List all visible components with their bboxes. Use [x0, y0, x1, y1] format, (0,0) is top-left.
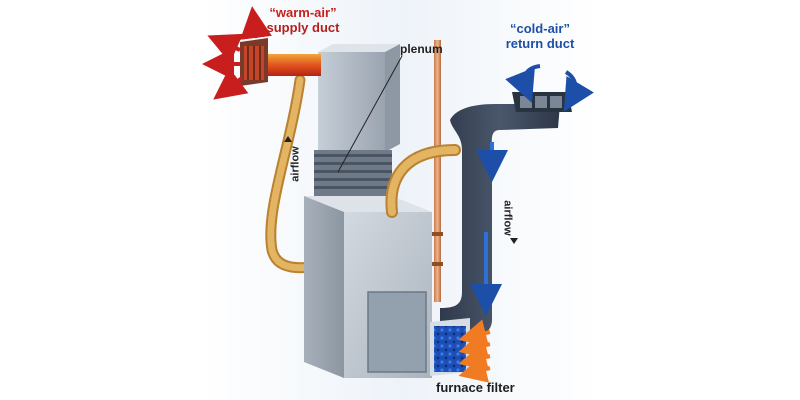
pipe-band-1 — [432, 232, 443, 236]
plenum-leader-line — [337, 55, 403, 173]
warm-air-label-line2: supply duct — [266, 19, 340, 35]
pipe-band-2 — [432, 262, 443, 266]
furnace-side — [304, 196, 344, 378]
return-airflow-arrows — [470, 142, 508, 316]
flex-return-duct — [387, 146, 459, 216]
cold-return-duct — [440, 104, 560, 340]
plenum-label: plenum — [400, 42, 443, 56]
furnace-filter — [434, 326, 466, 372]
cold-air-return-label: “cold-air” return duct — [480, 21, 600, 52]
plenum-body — [318, 52, 385, 152]
airflow-down-arrow-icon — [510, 238, 518, 244]
plenum-top — [318, 44, 400, 52]
furnace-access-panel — [367, 291, 427, 373]
furnace-filter-label: furnace filter — [436, 380, 515, 395]
warm-air-supply-label: “warm-air” supply duct — [238, 5, 368, 36]
warm-supply-pipe — [265, 54, 321, 76]
plenum-collar — [314, 150, 392, 196]
warm-air-label-line1: “warm-air” — [269, 5, 337, 20]
copper-vent-pipe — [434, 40, 441, 302]
supply-register — [240, 38, 268, 86]
cold-air-label-line1: “cold-air” — [510, 21, 570, 36]
filter-intake-arrows — [458, 319, 491, 383]
airflow-label-right: airflow — [501, 200, 514, 236]
plenum-side — [385, 44, 400, 152]
airflow-up-arrow-icon — [284, 136, 292, 142]
furnace-top — [304, 196, 432, 212]
cold-air-arrows — [505, 64, 594, 112]
airflow-label-left: airflow — [289, 146, 302, 182]
cold-air-label-line2: return duct — [505, 35, 575, 51]
return-grille — [512, 92, 572, 112]
warm-air-arrows — [202, 6, 272, 100]
